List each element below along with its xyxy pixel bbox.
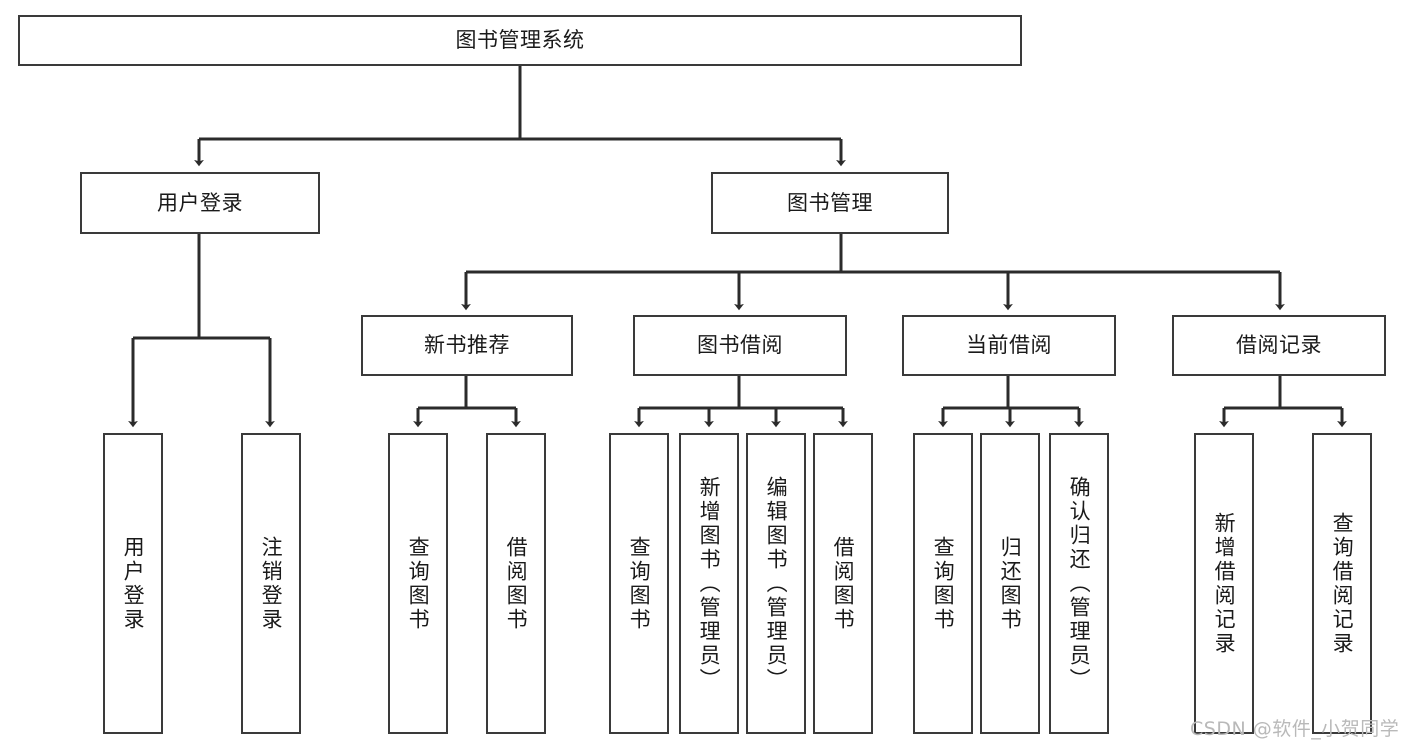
node-label: 图书管理系统 xyxy=(455,28,585,53)
node-label: 当前借阅 xyxy=(966,333,1052,358)
node-borrow-record[interactable]: 借阅记录 xyxy=(1172,315,1386,376)
node-root-system[interactable]: 图书管理系统 xyxy=(18,15,1022,66)
node-label: 新书推荐 xyxy=(424,333,510,358)
node-leaf-borrow-book[interactable]: 借阅图书 xyxy=(813,433,873,734)
node-label: 用户登录 xyxy=(121,535,146,632)
node-leaf-edit-book[interactable]: 编辑图书（管理员） xyxy=(746,433,806,734)
node-label: 新增借阅记录 xyxy=(1212,511,1237,656)
node-leaf-user-login[interactable]: 用户登录 xyxy=(103,433,163,734)
node-leaf-query-book-borrow[interactable]: 查询图书 xyxy=(609,433,669,734)
node-book-manage[interactable]: 图书管理 xyxy=(711,172,949,234)
node-label: 新增图书（管理员） xyxy=(697,475,722,692)
node-label: 注销登录 xyxy=(259,535,284,632)
node-leaf-query-record[interactable]: 查询借阅记录 xyxy=(1312,433,1372,734)
node-label: 查询图书 xyxy=(406,535,431,632)
node-label: 确认归还（管理员） xyxy=(1067,475,1092,692)
node-leaf-add-book[interactable]: 新增图书（管理员） xyxy=(679,433,739,734)
node-label: 图书借阅 xyxy=(697,333,783,358)
node-leaf-query-book-current[interactable]: 查询图书 xyxy=(913,433,973,734)
node-label: 查询图书 xyxy=(627,535,652,632)
node-label: 用户登录 xyxy=(157,190,243,215)
node-label: 编辑图书（管理员） xyxy=(764,475,789,692)
node-leaf-confirm-return[interactable]: 确认归还（管理员） xyxy=(1049,433,1109,734)
node-label: 借阅记录 xyxy=(1236,333,1322,358)
node-leaf-logout-login[interactable]: 注销登录 xyxy=(241,433,301,734)
node-leaf-borrow-book-recommend[interactable]: 借阅图书 xyxy=(486,433,546,734)
node-label: 借阅图书 xyxy=(504,535,529,632)
node-leaf-return-book[interactable]: 归还图书 xyxy=(980,433,1040,734)
node-label: 借阅图书 xyxy=(831,535,856,632)
node-new-book-recommend[interactable]: 新书推荐 xyxy=(361,315,573,376)
node-label: 图书管理 xyxy=(787,190,873,215)
node-label: 查询图书 xyxy=(931,535,956,632)
node-current-borrow[interactable]: 当前借阅 xyxy=(902,315,1116,376)
node-label: 查询借阅记录 xyxy=(1330,511,1355,656)
node-leaf-query-book-recommend[interactable]: 查询图书 xyxy=(388,433,448,734)
node-book-borrow[interactable]: 图书借阅 xyxy=(633,315,847,376)
node-leaf-add-record[interactable]: 新增借阅记录 xyxy=(1194,433,1254,734)
node-label: 归还图书 xyxy=(998,535,1023,632)
node-user-login[interactable]: 用户登录 xyxy=(80,172,320,234)
